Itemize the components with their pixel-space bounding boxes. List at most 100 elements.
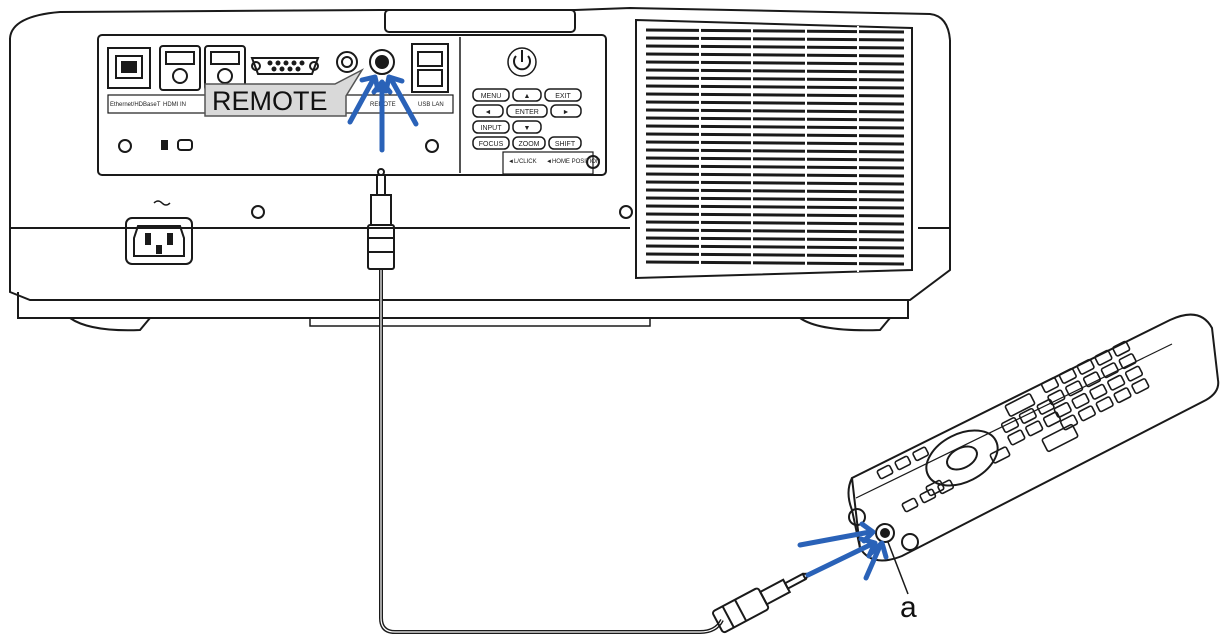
remote-key [1089,383,1108,400]
projector-body-outline [9,38,951,301]
grille-slat [645,204,905,210]
remote-key [1071,392,1090,409]
grille-slat [645,236,905,242]
keypad-labels: MENU ▲ EXIT ◄ ENTER ► INPUT ▼ FOCUS ZOOM… [479,93,601,165]
power-button [507,47,537,77]
cable-plug-lower [712,572,812,634]
usb-lan-port [411,43,449,93]
projector-keypad [472,47,594,175]
connector-panel [97,34,607,176]
grille-slat [645,260,905,266]
projector-top-latch [384,9,576,33]
remote-key [989,446,1011,464]
grille-slat [645,228,905,234]
remote-dpad [925,429,999,487]
audio-jack [336,51,358,73]
remote-key [925,479,945,497]
remote-callout-label: REMOTE [212,86,328,116]
key-enter-label: ENTER [515,109,539,116]
grille-slat [645,116,905,122]
remote-key [901,497,919,513]
connector-panel-frame [97,34,607,176]
callout-a-leader [887,541,909,595]
projector-jack-arrows [347,74,419,153]
key-shift [548,136,582,150]
arrow-from-right [388,76,419,127]
remote-key [1007,429,1026,446]
remote-key [1077,405,1096,422]
remote-key [1000,417,1020,433]
remote-key [1042,411,1062,428]
grille-slat [645,60,905,66]
remote-key [1107,374,1126,391]
remote-key [1040,377,1060,393]
remote-body [850,313,1220,562]
grille-slat [645,100,905,106]
serial-port [250,57,320,75]
ethernet-port [107,47,151,89]
grille-slat [645,220,905,226]
key-focus-label: FOCUS [479,141,504,148]
arrow-from-left [347,75,377,125]
cable-wire [379,270,724,634]
grille-slat [645,244,905,250]
projector [9,6,951,332]
remote-emitter-right [901,533,919,551]
remote-key [894,455,912,471]
remote-key [1053,401,1072,418]
remote-key [912,446,930,462]
arrow-remote-upper [797,529,873,548]
grille-slat [645,124,905,130]
remote-key [876,464,894,480]
grille-slat [645,180,905,186]
grille-slat [645,172,905,178]
blue-arrows [347,74,889,581]
key-down [512,120,542,134]
remote-key [1118,353,1137,370]
key-exit-label: EXIT [555,93,571,100]
remote-key [1095,396,1114,413]
remote-key [1041,423,1079,453]
body-screw [619,205,633,219]
key-input [472,120,510,134]
key-left-label: ◄ [485,109,492,116]
key-up-label: ▲ [524,93,531,100]
projector-front-slot [309,317,651,327]
key-left [472,104,504,118]
arrow-remote-below [863,543,883,581]
remote-key [919,488,937,504]
grille-slat [645,84,905,90]
hdmi-port-1 [159,45,201,91]
remote-jack [369,49,395,75]
remote-key [1112,340,1131,357]
key-menu-label: MENU [481,93,502,100]
remote-key [1100,362,1119,379]
remote-callout-box [204,68,365,117]
grille-slat [645,28,905,34]
keypad-caption-home: ◄HOME POSITION [546,159,600,165]
key-input-label: INPUT [481,125,503,132]
keypad-caption-lclick: ◄L/CLICK [508,159,537,165]
remote-key [1131,378,1150,395]
grille-slat [645,108,905,114]
remote-key [1004,393,1036,417]
projector-bottom-lip [17,292,909,319]
remote-key [937,479,955,495]
caption-ethernet: Ethernet/HDBaseT [110,102,161,108]
key-down-label: ▼ [524,125,531,132]
key-focus [472,136,510,150]
grille-slat [645,76,905,82]
grille-slat [645,140,905,146]
grille-slat [645,164,905,170]
grille-slat [645,148,905,154]
remote-key [1094,349,1113,366]
remote-key [1047,389,1066,406]
grille-slat [645,68,905,74]
callout-a-label: a [900,591,917,624]
cable-plug-upper [367,168,395,270]
ac-power-inlet [125,217,193,265]
remote-key [1076,358,1095,375]
caption-usb-lan: USB LAN [418,102,444,108]
grille-slat [645,92,905,98]
